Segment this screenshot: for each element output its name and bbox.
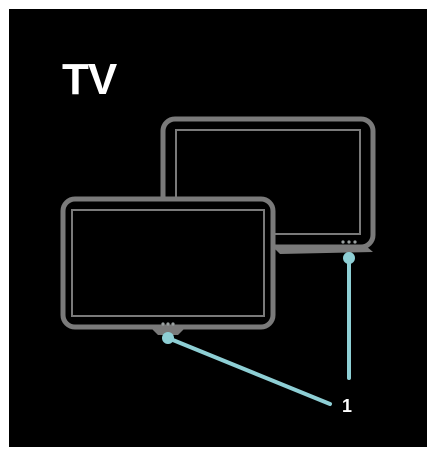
indicator-dots-icon <box>161 322 175 326</box>
callout-line-front <box>166 336 332 406</box>
callout-dot-front <box>162 332 174 344</box>
tv-front-stand <box>150 327 186 335</box>
callout-dot-back <box>343 252 355 264</box>
indicator-dots-icon <box>341 240 357 244</box>
tv-front-screen <box>71 209 265 317</box>
page-title: TV <box>62 55 117 104</box>
tv-back-stand <box>272 246 373 254</box>
callout-lines <box>162 252 355 406</box>
tv-front-bezel <box>60 196 276 330</box>
tv-front-icon <box>60 196 276 335</box>
callout-label: 1 <box>342 396 353 416</box>
